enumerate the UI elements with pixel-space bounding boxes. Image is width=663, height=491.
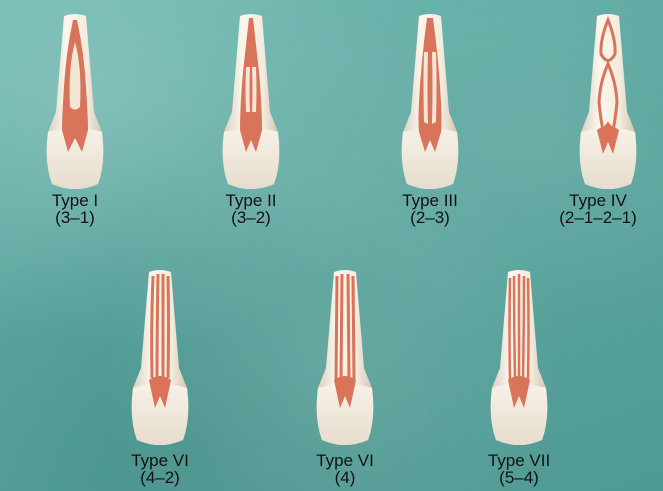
code-label: (2–1–2–1) xyxy=(533,209,663,226)
tooth-type-4: Type IV (2–1–2–1) xyxy=(553,12,663,226)
tooth-type-3: Type III (2–3) xyxy=(375,12,485,226)
code-label: (2–3) xyxy=(375,209,485,226)
tooth-illustration xyxy=(310,268,380,450)
type-label: Type VI xyxy=(290,452,400,469)
tooth-type-1: Type I (3–1) xyxy=(20,12,130,226)
type-label: Type IV xyxy=(533,192,663,209)
tooth-type-7: Type VII (5–4) xyxy=(464,268,574,486)
type-label: Type VI xyxy=(105,452,215,469)
type-label: Type III xyxy=(375,192,485,209)
tooth-caption: Type VI (4–2) xyxy=(105,452,215,486)
tooth-illustration xyxy=(216,12,286,192)
tooth-caption: Type IV (2–1–2–1) xyxy=(533,192,663,226)
code-label: (4–2) xyxy=(105,469,215,486)
tooth-illustration xyxy=(40,12,110,192)
tooth-type-6: Type VI (4) xyxy=(290,268,400,486)
tooth-caption: Type VII (5–4) xyxy=(464,452,574,486)
tooth-illustration xyxy=(573,12,643,192)
code-label: (3–1) xyxy=(20,209,130,226)
type-label: Type VII xyxy=(464,452,574,469)
code-label: (3–2) xyxy=(196,209,306,226)
tooth-type-5: Type VI (4–2) xyxy=(105,268,215,486)
code-label: (4) xyxy=(290,469,400,486)
tooth-caption: Type II (3–2) xyxy=(196,192,306,226)
type-label: Type II xyxy=(196,192,306,209)
code-label: (5–4) xyxy=(464,469,574,486)
tooth-illustration xyxy=(395,12,465,192)
tooth-illustration xyxy=(125,268,195,450)
tooth-caption: Type VI (4) xyxy=(290,452,400,486)
tooth-illustration xyxy=(484,268,554,450)
tooth-caption: Type III (2–3) xyxy=(375,192,485,226)
tooth-caption: Type I (3–1) xyxy=(20,192,130,226)
type-label: Type I xyxy=(20,192,130,209)
tooth-type-2: Type II (3–2) xyxy=(196,12,306,226)
